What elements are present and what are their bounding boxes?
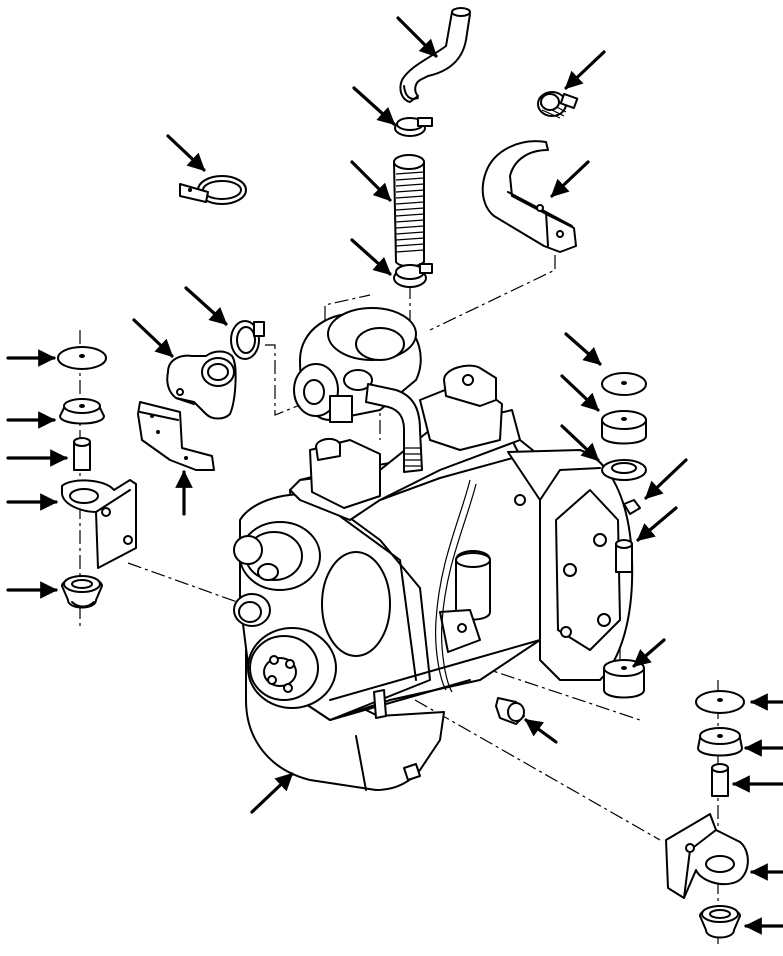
elbow-clamp: [230, 320, 265, 360]
rear-mount-stack: [601, 372, 647, 699]
callout-rear-upper-cushion: [560, 374, 600, 412]
callout-rear-lower-washer: [560, 424, 600, 462]
callout-upper-clamp-right: [564, 50, 606, 90]
hose-clamp-lower: [393, 263, 433, 288]
callout-upper-hose: [396, 16, 438, 58]
drain-fitting: [495, 697, 525, 725]
hose-clamp-top-right: [537, 91, 579, 119]
callout-elbow: [132, 318, 174, 358]
callout-drain-fitting: [524, 718, 558, 744]
elbow-bracket: [137, 401, 215, 471]
callout-rear-washer: [564, 332, 602, 366]
support-bracket: [481, 140, 577, 253]
right-mount-stack: [665, 690, 749, 939]
callout-wire-clamp: [166, 134, 206, 172]
callout-flex-hose: [350, 160, 392, 202]
callout-rear-lower-cushion: [632, 638, 666, 668]
callout-arrows: [6, 16, 783, 935]
hose-clamp-upper: [394, 117, 433, 137]
callout-rear-spacer: [636, 506, 678, 542]
callout-bracket: [550, 160, 590, 198]
elbow: [166, 350, 237, 420]
callout-elbow-clamp: [184, 286, 228, 326]
callout-rear-bolt: [644, 458, 688, 500]
left-mount-stack: [57, 346, 137, 609]
callout-hose-clamp-upper: [352, 86, 396, 126]
callout-hose-clamp-lower: [350, 238, 392, 276]
wire-clamp: [179, 175, 247, 205]
callout-oil-pan: [250, 772, 294, 814]
flexible-hose: [393, 154, 425, 268]
engine-assembly: [233, 307, 634, 791]
